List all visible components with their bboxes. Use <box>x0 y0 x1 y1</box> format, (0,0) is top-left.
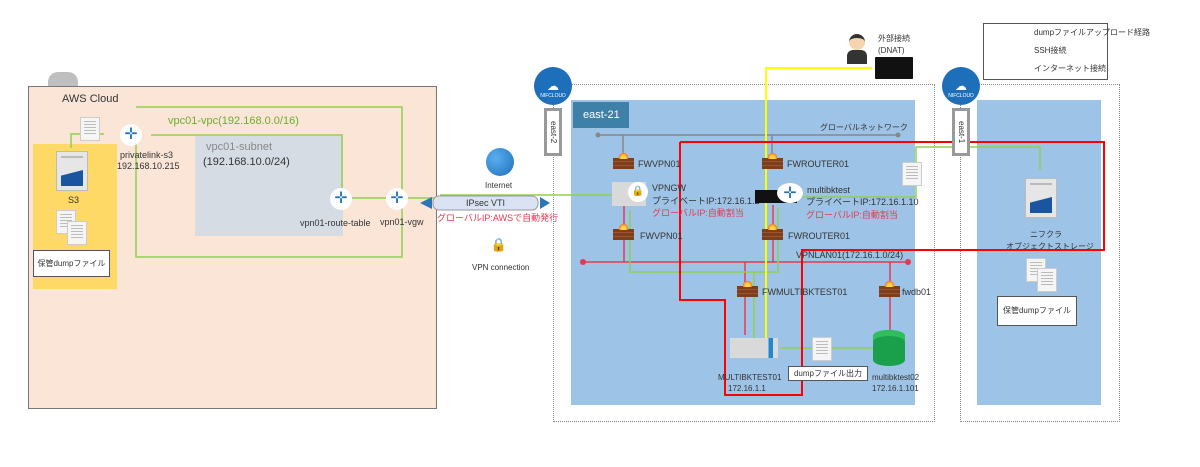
vpc-boundary-line <box>135 106 403 258</box>
route-table-icon: ✛ <box>330 188 352 210</box>
global-ip-note: グローバルIP:AWSで自動発行 <box>437 213 559 223</box>
multibktest-router-icon: ✛ <box>777 183 803 203</box>
privatelink-name: privatelink-s3 <box>120 150 174 160</box>
fwvpn-bottom-icon <box>613 223 634 240</box>
fw-multibktest-label: FWMULTIBKTEST01 <box>762 287 848 297</box>
east1-region <box>960 84 1120 422</box>
privatelink-router-icon: ✛ <box>120 124 142 146</box>
global-network-label: グローバルネットワーク <box>820 123 908 132</box>
fwdb-label: fwdb01 <box>902 287 932 297</box>
router-global-ip: グローバルIP:自動割当 <box>806 210 898 220</box>
upload-path-nif <box>629 208 779 273</box>
db-ip: 172.16.1.101 <box>872 384 919 393</box>
legend <box>983 23 1108 80</box>
ipsec-label: IPsec VTI <box>466 198 506 208</box>
legend-ssh: SSH接続 <box>1034 46 1067 55</box>
vpnlan-label: VPNLAN01(172.16.1.0/24) <box>796 250 904 260</box>
subnet-label: vpc01-subnet <box>206 141 273 153</box>
east2-region <box>553 84 935 422</box>
vpc-label: vpc01-vpc(192.168.0.0/16) <box>168 115 299 127</box>
subnet-cidr: (192.168.10.0/24) <box>203 156 290 168</box>
east2-tag: east-2 <box>544 108 562 156</box>
internet-label: Internet <box>485 181 513 190</box>
vpn-connection-label: VPN connection <box>472 263 530 272</box>
highlight-outline <box>679 141 1105 396</box>
dump-file-icon <box>80 117 100 141</box>
router-label: multibktest <box>807 185 851 195</box>
legend-upload: dumpファイルアップロード経路 <box>1034 28 1151 37</box>
storage-files-icon <box>1037 268 1057 292</box>
external-access-sub: (DNAT) <box>878 46 905 55</box>
fwdb-icon <box>879 280 900 297</box>
router-private-ip: プライベートIP:172.16.1.10 <box>806 197 919 207</box>
nifcloud-stored-files: 保管dumpファイル <box>997 296 1077 326</box>
storage-label-line2: オブジェクトストレージ <box>1006 242 1094 251</box>
aws-stored-files: 保管dumpファイル <box>33 250 110 277</box>
database-icon <box>873 330 905 366</box>
internet-globe-icon <box>486 148 514 176</box>
vgw-label: vpn01-vgw <box>380 217 424 227</box>
vpngw-private-ip: プライベートIP:172.16.1.2 <box>652 196 760 206</box>
external-access-title: 外部接続 <box>878 34 910 43</box>
nifcloud-logo-east1: ☁NIFCLOUD <box>942 67 980 105</box>
server-ip: 172.16.1.1 <box>728 384 766 393</box>
storage-label-line1: ニフクラ <box>1030 230 1062 239</box>
east21-tag: east-21 <box>573 102 629 128</box>
vgw-icon: ✛ <box>386 188 408 210</box>
server-icon <box>730 338 778 358</box>
fw-multibktest-icon <box>737 280 758 297</box>
fwrouter-bottom-icon <box>762 223 783 240</box>
fwrouter-bottom-label: FWROUTER01 <box>788 231 851 241</box>
route-table-label: vpn01-route-table <box>300 218 371 228</box>
dump-output-file-icon <box>812 337 832 361</box>
s3-files-icon <box>67 221 87 245</box>
nifcloud-logo-east2: ☁NIFCLOUD <box>534 67 572 105</box>
laptop-icon <box>875 57 913 79</box>
vpngw-global-ip: グローバルIP:自動割当 <box>652 208 744 218</box>
legend-internet: インターネット接続 <box>1034 64 1106 73</box>
fwrouter-top-label: FWROUTER01 <box>787 159 850 169</box>
dump-file-transfer-icon <box>902 162 922 186</box>
db-label: multibktest02 <box>872 373 920 382</box>
east1-tag: east-1 <box>952 108 970 156</box>
aws-cloud-title: AWS Cloud <box>62 93 119 105</box>
privatelink-ip: 192.168.10.215 <box>117 161 180 171</box>
upload-path-storage <box>800 146 1041 198</box>
vpngw-label: VPNGW <box>652 183 687 193</box>
east1-zone <box>977 100 1101 405</box>
upload-path-route <box>151 134 402 199</box>
s3-label: S3 <box>68 195 80 205</box>
vpngw-lock-icon: 🔒 <box>628 182 648 202</box>
fwvpn-bottom-label: FWVPN01 <box>640 231 683 241</box>
dump-output-label: dumpファイル出力 <box>788 366 868 381</box>
user-avatar-icon <box>847 34 867 66</box>
aws-cloud-icon <box>48 72 78 88</box>
nifcloud-storage-icon <box>1025 178 1057 218</box>
server-label: MULTIBKTEST01 <box>718 373 782 382</box>
fwvpn-top-icon <box>613 152 634 169</box>
fwvpn-top-label: FWVPN01 <box>638 159 681 169</box>
s3-storage-icon <box>56 151 88 191</box>
ipsec-tunnel <box>432 195 539 211</box>
fwrouter-top-icon <box>762 152 783 169</box>
vpc01-subnet <box>195 136 343 236</box>
vpn-lock-icon: 🔒 <box>488 234 510 256</box>
ssh-path <box>765 67 872 338</box>
